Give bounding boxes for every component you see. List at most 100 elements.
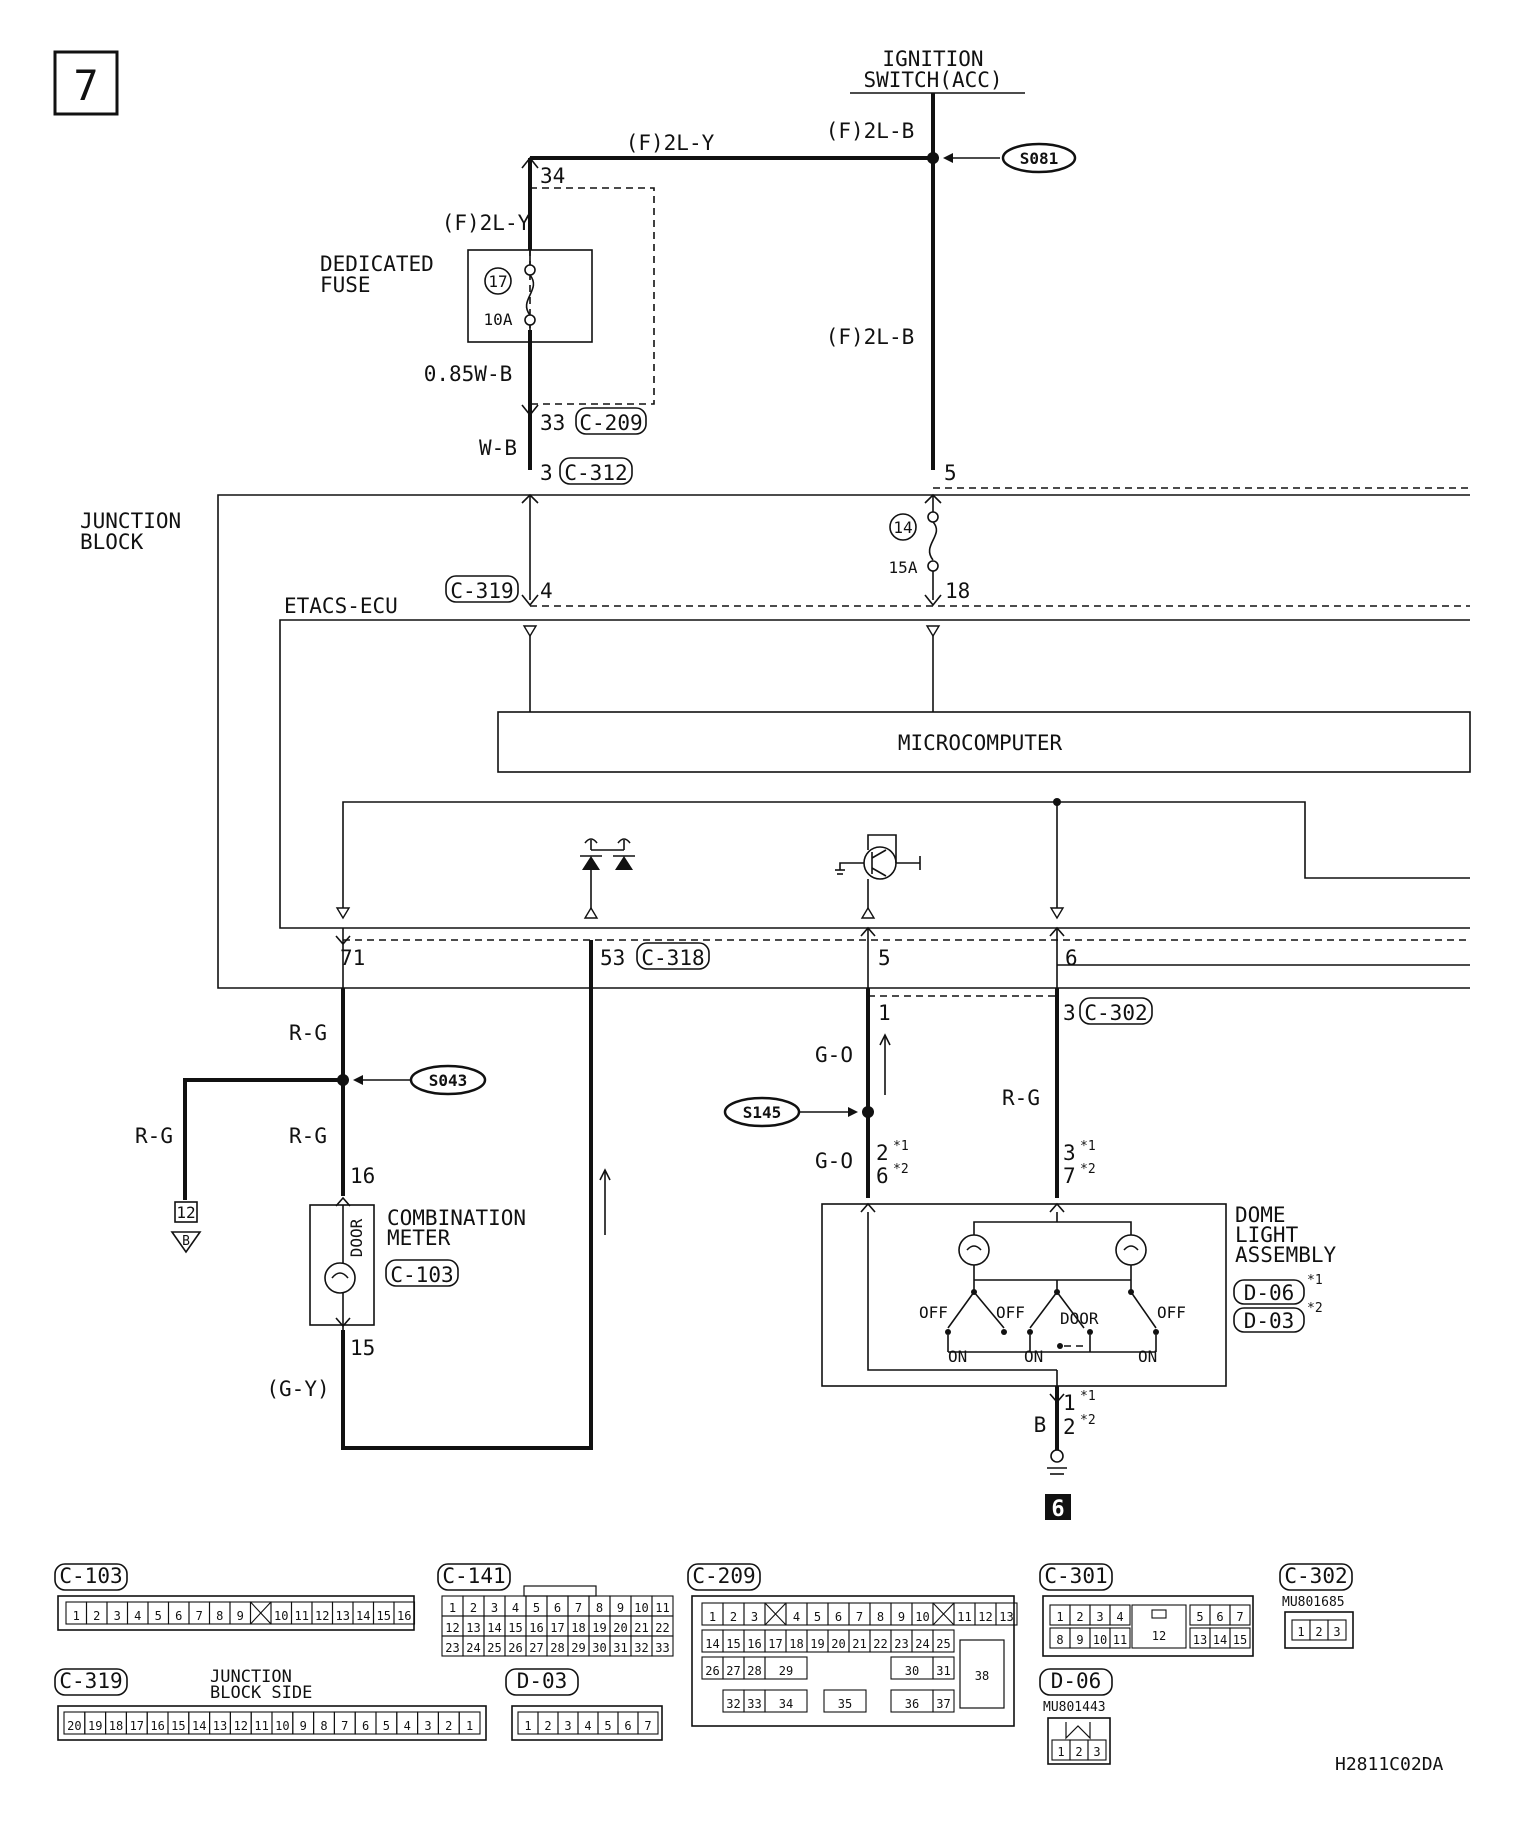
- c103-pin-15: 15: [377, 1609, 391, 1623]
- svg-text:3: 3: [540, 461, 553, 485]
- c319-pin-18: 18: [109, 1719, 123, 1733]
- svg-text:DOOR: DOOR: [1060, 1309, 1099, 1328]
- svg-text:DOME: DOME: [1235, 1203, 1286, 1227]
- conn-ref-c103: C-103: [390, 1263, 453, 1287]
- c141-r0-pin-4: 4: [512, 1601, 519, 1615]
- dome-light-box: [821, 1203, 1227, 1387]
- c302-pin-2: 2: [1315, 1625, 1322, 1639]
- c209-r0-pin-2: 2: [730, 1610, 737, 1624]
- c319-note-1: JUNCTION: [210, 1667, 292, 1687]
- c319-pin-17: 17: [130, 1719, 144, 1733]
- svg-text:18: 18: [945, 579, 970, 603]
- conn-ref-c312: C-312: [564, 461, 627, 485]
- c209-r1-pin-15: 15: [726, 1637, 740, 1651]
- c141-r0-pin-11: 11: [655, 1601, 669, 1615]
- fuse-14-icon: [889, 513, 917, 541]
- c103-pin-10: 10: [274, 1609, 288, 1623]
- conn-view-c319-name: C-319: [59, 1669, 122, 1693]
- c209-r0-pin-7: 7: [856, 1610, 863, 1624]
- svg-text:2: 2: [876, 1141, 889, 1165]
- c319-pin-15: 15: [171, 1719, 185, 1733]
- junction-12: 12: [176, 1203, 195, 1222]
- ground-marker: [1045, 1494, 1071, 1520]
- svg-text:71: 71: [340, 946, 365, 970]
- c209-r0-pin-12: 12: [978, 1610, 992, 1624]
- c103-pin-8: 8: [216, 1609, 223, 1623]
- svg-text:6: 6: [876, 1164, 889, 1188]
- d03-pin-6: 6: [624, 1719, 631, 1733]
- c209-r2a-pin-26: 26: [705, 1664, 719, 1678]
- svg-text:*1: *1: [1080, 1389, 1096, 1404]
- c209-r1-pin-23: 23: [894, 1637, 908, 1651]
- d03-pin-1: 1: [524, 1719, 531, 1733]
- c103-pin-13: 13: [336, 1609, 350, 1623]
- c141-r0-pin-8: 8: [596, 1601, 603, 1615]
- d06-pin-3: 3: [1093, 1745, 1100, 1759]
- svg-text:4: 4: [540, 579, 553, 603]
- c141-r0-pin-1: 1: [449, 1601, 456, 1615]
- svg-text:15A: 15A: [889, 558, 918, 577]
- conn-view-d03-name: D-03: [517, 1669, 568, 1693]
- c319-pin-20: 20: [67, 1719, 81, 1733]
- c103-pin-16: 16: [397, 1609, 411, 1623]
- svg-text:*1: *1: [1307, 1273, 1323, 1288]
- dome-light-label: DOME LIGHT ASSEMBLY: [1235, 1203, 1337, 1267]
- svg-text:SWITCH(ACC): SWITCH(ACC): [863, 68, 1002, 92]
- c141-r1-pin-14: 14: [487, 1621, 501, 1635]
- c209-r2a-pin-27: 27: [726, 1664, 740, 1678]
- c209-r0-pin-4: 4: [793, 1610, 800, 1624]
- c141-r2-pin-26: 26: [508, 1641, 522, 1655]
- c209-r3c-pin-35: 35: [838, 1697, 852, 1711]
- d03-pin-5: 5: [604, 1719, 611, 1733]
- c209-r1-pin-16: 16: [747, 1637, 761, 1651]
- microcomputer-label: MICROCOMPUTER: [898, 731, 1063, 755]
- c141-r2-pin-33: 33: [655, 1641, 669, 1655]
- c103-pin-14: 14: [356, 1609, 370, 1623]
- c301-r1-pin-2: 2: [1076, 1610, 1083, 1624]
- c209-r2d-pin-31: 31: [936, 1664, 950, 1678]
- c301-r2b-pin-14: 14: [1213, 1633, 1227, 1647]
- c141-r1-pin-20: 20: [613, 1621, 627, 1635]
- c209-r3e-pin-37: 37: [936, 1697, 950, 1711]
- c209-pin-38: 38: [975, 1669, 989, 1683]
- wire-label-f2lb-mid: (F)2L-B: [826, 325, 915, 349]
- c209-r1-pin-25: 25: [936, 1637, 950, 1651]
- c319-pin-5: 5: [383, 1719, 390, 1733]
- svg-text:6: 6: [1065, 946, 1078, 970]
- c209-r3d-pin-36: 36: [905, 1697, 919, 1711]
- splice-s043: [409, 1064, 487, 1096]
- c209-r2c-pin-30: 30: [905, 1664, 919, 1678]
- wire-label-f2lb-top: (F)2L-B: [826, 119, 915, 143]
- svg-text:S043: S043: [429, 1071, 468, 1090]
- dome-lamp-right-icon: [1115, 1234, 1147, 1266]
- c319-pin-14: 14: [192, 1719, 206, 1733]
- ignition-switch-label: IGNITION SWITCH(ACC): [863, 47, 1002, 92]
- dedicated-fuse-label: DEDICATED FUSE: [320, 252, 434, 297]
- c141-r1-pin-17: 17: [550, 1621, 564, 1635]
- c301-r2-pin-9: 9: [1076, 1633, 1083, 1647]
- c141-r0-pin-5: 5: [533, 1601, 540, 1615]
- c141-r0-pin-6: 6: [554, 1601, 561, 1615]
- wire-label-wb: W-B: [479, 436, 517, 460]
- svg-text:*2: *2: [1307, 1301, 1323, 1316]
- svg-text:OFF: OFF: [919, 1303, 948, 1322]
- c103-pin-4: 4: [134, 1609, 141, 1623]
- svg-text:*2: *2: [893, 1162, 909, 1177]
- c141-r2-pin-25: 25: [487, 1641, 501, 1655]
- c103-pin-12: 12: [315, 1609, 329, 1623]
- junction-block-outline: [217, 494, 1470, 989]
- svg-text:6: 6: [1051, 1497, 1064, 1522]
- c209-r1-pin-18: 18: [789, 1637, 803, 1651]
- conn-view-c301-name: C-301: [1044, 1564, 1107, 1588]
- c319-pin-3: 3: [424, 1719, 431, 1733]
- c103-pin-3: 3: [114, 1609, 121, 1623]
- junction-block-label: JUNCTION BLOCK: [80, 509, 181, 554]
- d06-part-number: MU801443: [1043, 1700, 1106, 1715]
- c301-r2-pin-8: 8: [1056, 1633, 1063, 1647]
- svg-text:FUSE: FUSE: [320, 273, 371, 297]
- svg-text:3: 3: [1063, 1001, 1076, 1025]
- wire-label-go1: G-O: [815, 1043, 853, 1067]
- d06-pin-2: 2: [1075, 1745, 1082, 1759]
- c103-pin-5: 5: [155, 1609, 162, 1623]
- c209-r0-pin-10: 10: [915, 1610, 929, 1624]
